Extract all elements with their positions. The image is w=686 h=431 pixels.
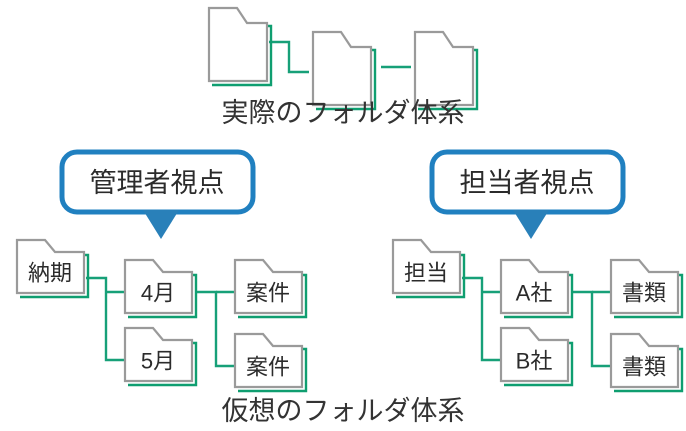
folder-left-case-1-body [233, 258, 304, 315]
folder-left-case-2-body [233, 332, 304, 389]
folder-left-root: 納期 [15, 238, 90, 299]
folder-right-doc-2: 書類 [609, 332, 684, 393]
folder-right-doc-1-body [609, 258, 680, 315]
connector-right-a-to-doc2 [572, 290, 612, 368]
folder-right-company-a-label: A社 [516, 281, 553, 306]
folder-right-doc-1-label: 書類 [622, 281, 666, 306]
folder-right-company-a-body [499, 258, 570, 315]
folder-right-company-b-body [499, 326, 570, 383]
bubble-admin-tail-icon [143, 210, 179, 239]
folder-real-2-body [311, 30, 373, 107]
bubble-staff-view[interactable]: 担当者視点 [429, 149, 626, 239]
folder-left-april-label: 4月 [141, 281, 175, 306]
folder-right-doc-2-label: 書類 [622, 355, 666, 380]
connector-real-1-to-2 [269, 40, 309, 74]
connector-left-root-to-may [86, 276, 126, 362]
folder-right-doc-2-body [609, 332, 680, 389]
folder-left-may-label: 5月 [141, 349, 175, 374]
folder-right-doc-1: 書類 [609, 258, 684, 319]
folder-left-case-2-label: 案件 [246, 355, 290, 380]
bubble-admin-label: 管理者視点 [90, 168, 225, 198]
folder-right-company-b: B社 [499, 326, 574, 387]
folder-left-case-1: 案件 [233, 258, 308, 319]
connector-left-april-to-case2 [196, 290, 236, 368]
folder-left-root-body [15, 238, 86, 295]
folder-real-1 [207, 6, 273, 87]
folder-right-root: 担当 [391, 238, 466, 299]
folder-right-company-b-label: B社 [516, 349, 553, 374]
folder-left-may-body [123, 326, 194, 383]
folder-left-april-body [123, 258, 194, 315]
folder-right-company-a: A社 [499, 258, 574, 319]
folder-right-root-body [391, 238, 462, 295]
folder-real-3 [413, 30, 479, 111]
right-view-group: 担当者視点 担当 A社 [391, 149, 684, 393]
bubble-staff-tail-icon [513, 210, 549, 239]
left-view-group: 管理者視点 納期 4月 [15, 149, 308, 393]
folder-real-2 [311, 30, 377, 111]
folder-left-case-1-label: 案件 [246, 281, 290, 306]
folder-left-april: 4月 [123, 258, 198, 319]
folder-right-root-label: 担当 [404, 261, 448, 286]
bubble-admin-view[interactable]: 管理者視点 [59, 149, 256, 239]
folder-real-3-body [413, 30, 475, 107]
caption-virtual-hierarchy: 仮想のフォルダ体系 [222, 396, 465, 426]
bubble-staff-label: 担当者視点 [460, 168, 595, 198]
top-section-group: 実際のフォルダ体系 [207, 6, 479, 128]
folder-left-may: 5月 [123, 326, 198, 387]
caption-real-hierarchy: 実際のフォルダ体系 [222, 98, 465, 128]
folder-left-root-label: 納期 [28, 261, 72, 286]
folder-real-1-body [207, 6, 269, 83]
connector-right-root-to-b [462, 276, 502, 362]
folder-left-case-2: 案件 [233, 332, 308, 393]
